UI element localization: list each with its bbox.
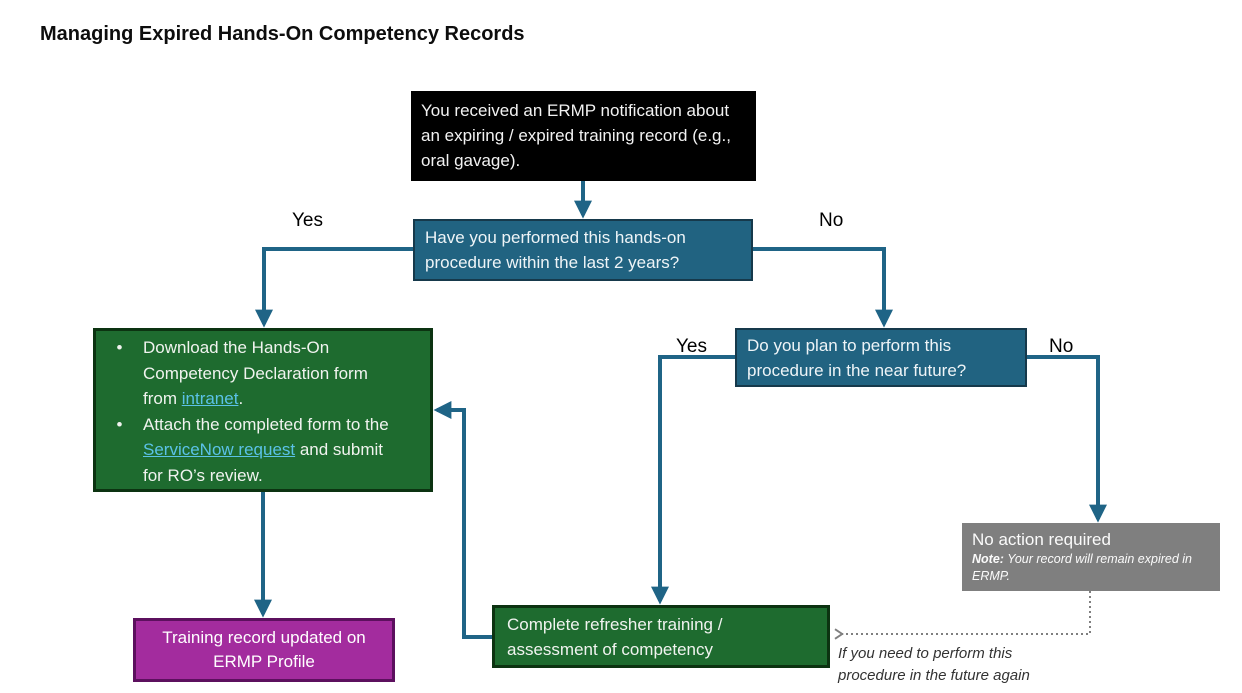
- declaration-bullet-2-text: Attach the completed form to the Service…: [143, 412, 402, 489]
- arrow-decision2-no: [1027, 355, 1107, 523]
- arrow-decision1-yes: [255, 247, 413, 328]
- node-declaration-action: • Download the Hands-On Competency Decla…: [93, 328, 433, 492]
- declaration-bullet-2-post: and submit for RO’s review.: [143, 440, 384, 485]
- bullet-icon: •: [116, 338, 123, 357]
- node-no-action: No action required Note: Your record wil…: [962, 523, 1220, 591]
- decision-performed-yes-label: Yes: [292, 210, 323, 231]
- decision-plan-text: Do you plan to perform this procedure in…: [747, 335, 967, 380]
- node-refresher-action: Complete refresher training / assessment…: [492, 605, 830, 668]
- decision-performed-no-label: No: [819, 210, 844, 231]
- node-result: Training record updated on ERMP Profile: [133, 618, 395, 682]
- dotted-arrow-noaction-to-refresher: [834, 591, 1091, 640]
- intranet-link[interactable]: intranet: [181, 389, 239, 408]
- declaration-bullet-2: • Attach the completed form to the Servi…: [96, 412, 430, 489]
- declaration-bullet-1-text: Download the Hands-On Competency Declara…: [143, 335, 402, 412]
- page-title: Managing Expired Hands-On Competency Rec…: [40, 23, 525, 45]
- node-decision-performed: Have you performed this hands-on procedu…: [413, 219, 753, 281]
- declaration-bullet-2-pre: Attach the completed form to the: [143, 414, 389, 434]
- node-decision-plan: Do you plan to perform this procedure in…: [735, 328, 1027, 387]
- no-action-title: No action required: [972, 530, 1111, 549]
- refresher-text: Complete refresher training / assessment…: [507, 614, 723, 659]
- no-action-note: Note: Your record will remain expired in…: [972, 551, 1210, 584]
- declaration-bullet-1-pre: Download the Hands-On Competency Declara…: [143, 338, 368, 408]
- declaration-bullet-1-post: .: [238, 389, 244, 408]
- node-start: You received an ERMP notification about …: [411, 91, 756, 181]
- no-action-note-text: Your record will remain expired in ERMP.: [972, 552, 1193, 583]
- dotted-arrow-caption: If you need to perform this procedure in…: [838, 645, 1030, 684]
- bullet-icon: •: [116, 414, 123, 434]
- start-text: You received an ERMP notification about …: [421, 101, 731, 170]
- no-action-note-label: Note:: [972, 552, 1004, 566]
- decision-plan-no-label: No: [1049, 336, 1074, 357]
- decision-performed-text: Have you performed this hands-on procedu…: [425, 228, 686, 272]
- arrow-decision2-yes: [651, 355, 735, 605]
- servicenow-request-link[interactable]: ServiceNow request: [143, 440, 296, 459]
- arrow-refresher-to-declaration: [433, 401, 492, 639]
- result-text: Training record updated on ERMP Profile: [162, 628, 366, 671]
- declaration-bullet-1: • Download the Hands-On Competency Decla…: [96, 335, 430, 412]
- arrow-decision1-no: [753, 247, 893, 328]
- decision-plan-yes-label: Yes: [676, 336, 707, 357]
